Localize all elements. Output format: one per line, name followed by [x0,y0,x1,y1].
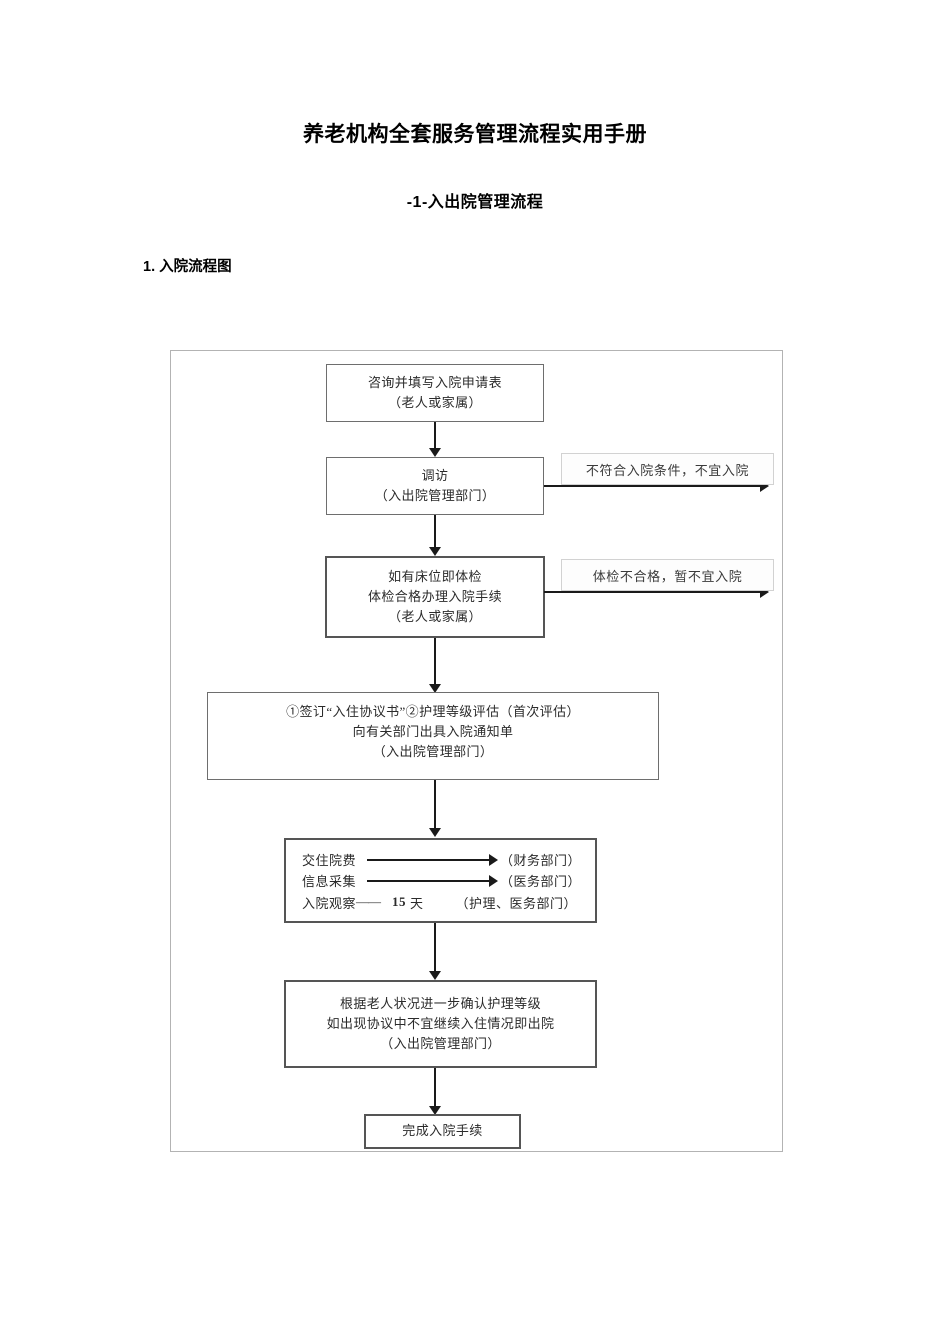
arrowhead-visit-to-exam [429,547,441,556]
task-row-infocollect-dept: （医务部门） [499,874,581,890]
task-row-infocollect-label: 信息采集 [302,874,357,890]
flow-node-consult-line-1: 咨询并填写入院申请表 [367,374,502,390]
connector-tasks-to-confirm [434,923,436,973]
task-row-infocollect: 信息采集 （医务部门） [302,870,581,891]
flow-node-agreement-line-2: 向有关部门出具入院通知单 [352,724,514,740]
flow-node-confirm-line-1: 根据老人状况进一步确认护理等级 [339,995,541,1011]
side-label-reject-exam-text: 体检不合格，暂不宜入院 [592,568,743,584]
page-subtitle: -1-入出院管理流程 [406,194,544,211]
flow-node-confirm-line-2: 如出现协议中不宜继续入住情况即出院 [326,1015,555,1031]
connector-exam-to-agreement [434,638,436,686]
task-row-payment-label: 交住院费 [302,853,357,869]
flow-node-confirm-line-3: （入出院管理部门） [380,1036,501,1052]
flowchart-container: 咨询并填写入院申请表 （老人或家属） 调访 （入出院管理部门） 不符合入院条件，… [170,350,783,1152]
flow-node-confirm: 根据老人状况进一步确认护理等级 如出现协议中不宜继续入住情况即出院 （入出院管理… [284,980,597,1068]
connector-consult-to-visit [434,422,436,450]
exit-arrow-reject-condition [544,485,761,487]
task-row-observation-dash: —— [356,894,381,910]
flow-node-visit-line-2: （入出院管理部门） [374,488,496,503]
arrowhead-exam-to-agreement [429,684,441,693]
task-row-observation-dept: （护理、医务部门） [455,895,578,911]
connector-agreement-to-tasks [434,780,436,830]
flow-node-exam: 如有床位即体检 体检合格办理入院手续 （老人或家属） [325,556,545,638]
arrowhead-tasks-to-confirm [429,971,441,980]
task-row-observation-label: 入院观察 [302,895,357,911]
flow-node-agreement: ①签订“入住协议书”②护理等级评估（首次评估） 向有关部门出具入院通知单 （入出… [207,692,659,780]
task-row-infocollect-arrow-icon [367,874,498,887]
flow-node-tasks: 交住院费 （财务部门） 信息采集 （医务部门） 入院观察 —— 15 天 （护理… [284,838,597,923]
arrowhead-confirm-to-complete [429,1106,441,1115]
flow-node-exam-line-1: 如有床位即体检 [388,568,482,584]
flow-node-visit: 调访 （入出院管理部门） [326,457,544,515]
task-row-observation-number: 15 [392,894,407,910]
flow-node-consult: 咨询并填写入院申请表 （老人或家属） [326,364,544,422]
arrowhead-consult-to-visit [429,448,441,457]
task-row-observation: 入院观察 —— 15 天 （护理、医务部门） [302,892,581,913]
side-label-reject-condition-text: 不符合入院条件，不宜入院 [585,462,750,478]
flow-node-agreement-line-1: ①签订“入住协议书”②护理等级评估（首次评估） [286,704,580,719]
flow-node-exam-line-3: （老人或家属） [388,609,482,625]
connector-visit-to-exam [434,515,436,549]
task-row-payment-dept: （财务部门） [499,853,581,869]
flow-node-complete: 完成入院手续 [364,1114,521,1149]
side-label-reject-exam: 体检不合格，暂不宜入院 [561,559,774,591]
page-title: 养老机构全套服务管理流程实用手册 [303,123,647,146]
task-row-payment-arrow-icon [367,853,498,866]
flow-node-consult-line-2: （老人或家属） [388,395,482,410]
task-row-payment: 交住院费 （财务部门） [302,849,581,870]
exit-arrow-reject-exam [544,591,761,593]
arrowhead-reject-exam [760,586,769,598]
connector-confirm-to-complete [434,1068,436,1108]
task-row-observation-unit: 天 [410,895,424,911]
arrowhead-reject-condition [760,480,769,492]
arrowhead-agreement-to-tasks [429,828,441,837]
section-heading: 1. 入院流程图 [143,259,232,275]
flow-node-agreement-line-3: （入出院管理部门） [372,744,494,760]
flow-node-exam-line-2: 体检合格办理入院手续 [367,588,502,604]
side-label-reject-condition: 不符合入院条件，不宜入院 [561,453,774,485]
flow-node-complete-line-1: 完成入院手续 [402,1123,483,1139]
flow-node-visit-line-1: 调访 [421,467,449,483]
